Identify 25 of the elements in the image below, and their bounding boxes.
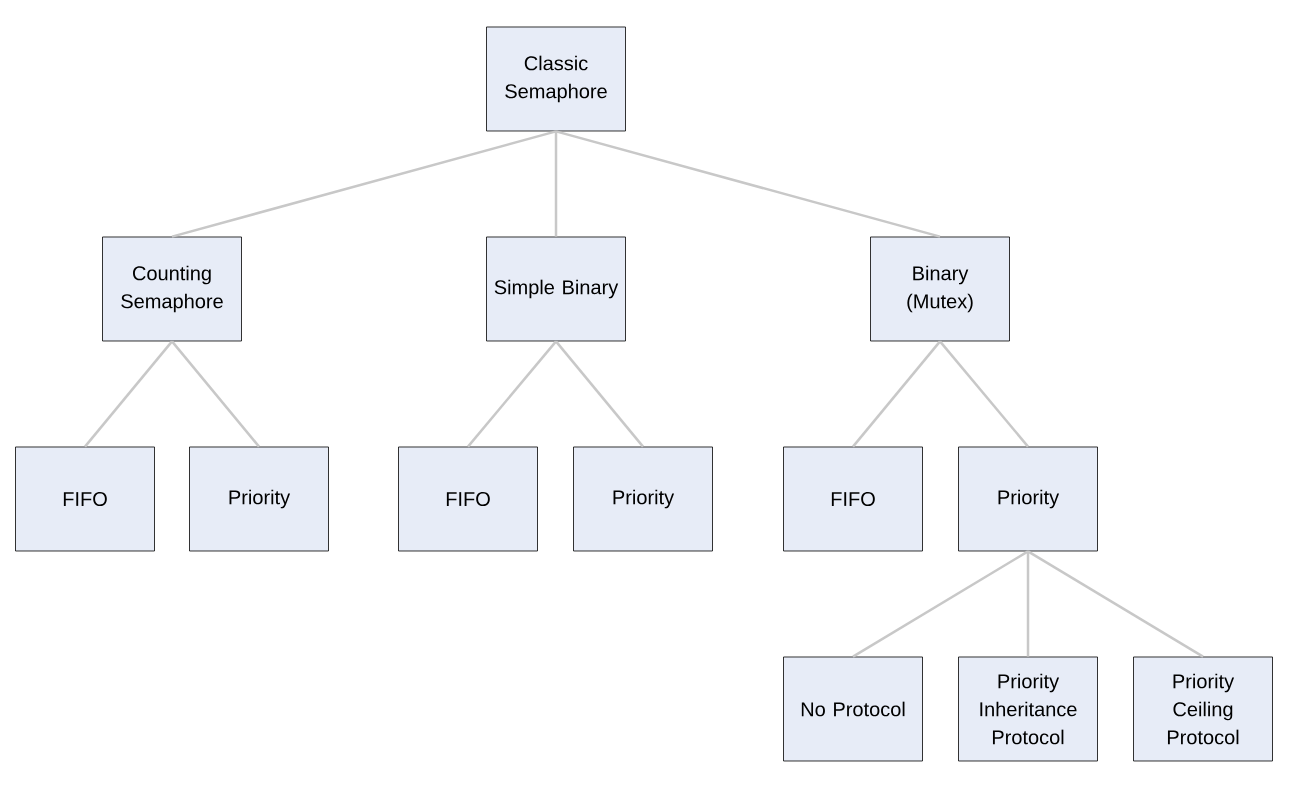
tree-box: No Protocol	[783, 656, 923, 762]
tree-box: FIFO	[15, 446, 155, 552]
connector-line	[852, 550, 1029, 658]
tree-box: Priority	[189, 446, 329, 552]
connector-line	[1026, 551, 1030, 657]
connector-line	[554, 131, 558, 237]
connector-line	[171, 340, 260, 448]
tree-box: Classic Semaphore	[486, 26, 626, 132]
tree-box: FIFO	[398, 446, 538, 552]
connector-line	[467, 340, 557, 448]
tree-box: FIFO	[783, 446, 923, 552]
tree-box: Simple Binary	[486, 236, 626, 342]
connector-line	[555, 340, 644, 448]
connector-line	[555, 130, 941, 238]
connector-line	[84, 340, 173, 448]
connector-line	[1027, 550, 1204, 658]
tree-box: Priority Ceiling Protocol	[1133, 656, 1273, 762]
tree-box: Counting Semaphore	[102, 236, 242, 342]
connector-line	[171, 130, 557, 238]
tree-box: Priority	[573, 446, 713, 552]
connector-line	[852, 340, 941, 448]
tree-box: Binary (Mutex)	[870, 236, 1010, 342]
tree-box: Priority Inheritance Protocol	[958, 656, 1098, 762]
connector-line	[939, 340, 1029, 448]
tree-box: Priority	[958, 446, 1098, 552]
